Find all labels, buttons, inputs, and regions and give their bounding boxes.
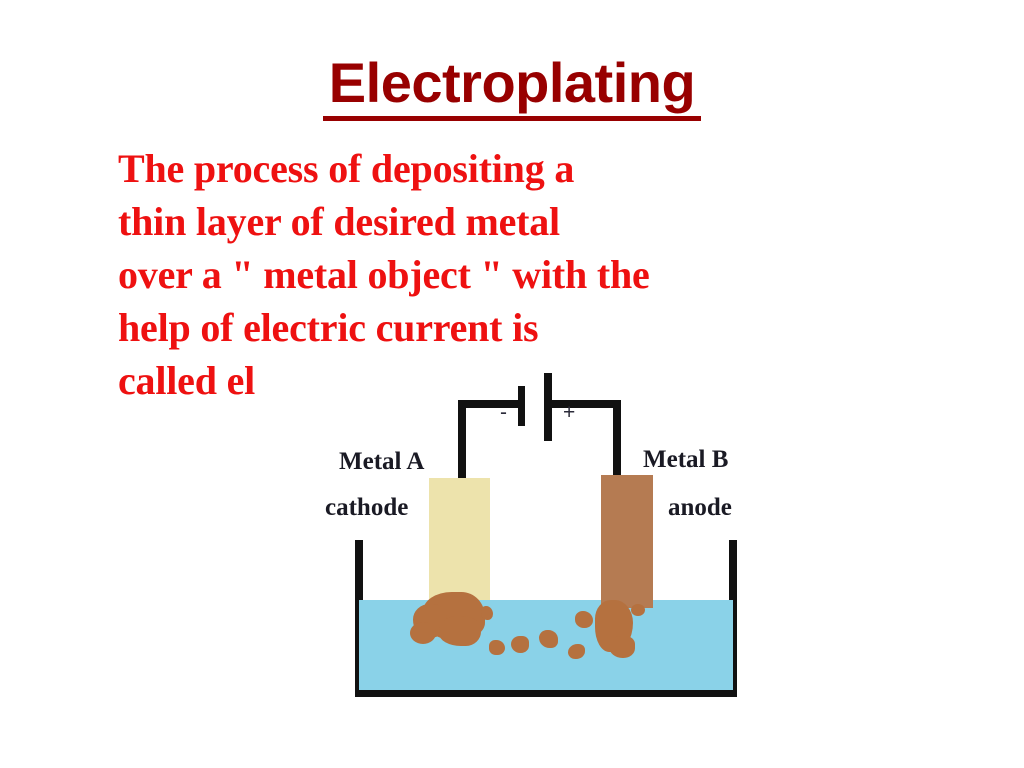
body-line-3: over a " metal object " with the: [118, 252, 650, 297]
cathode-lead-wire: [458, 400, 466, 482]
battery-negative-wire: [458, 400, 525, 408]
anode-deposit-lobe: [609, 636, 635, 658]
battery-positive-plate: [544, 373, 552, 441]
body-line-4: help of electric current is: [118, 305, 539, 350]
page-title: Electroplating: [0, 52, 1024, 121]
battery-negative-plate: [518, 386, 525, 426]
body-paragraph: The process of depositing a thin layer o…: [118, 142, 878, 407]
anode-electrode-metal-b: [601, 475, 653, 608]
cathode-deposit-speck-1: [481, 606, 493, 620]
electroplating-diagram: - + Metal A cathode Metal B anode: [313, 368, 768, 716]
body-line-2: thin layer of desired metal: [118, 199, 560, 244]
battery-positive-wire: [551, 400, 621, 408]
solution-particle-5: [575, 611, 593, 628]
anode-role-label: anode: [668, 494, 732, 521]
beaker-right-wall: [729, 540, 737, 697]
cathode-metal-label: Metal A: [339, 448, 425, 475]
battery-positive-label: +: [563, 401, 576, 424]
solution-particle-1: [489, 640, 505, 655]
page-title-text: Electroplating: [322, 52, 702, 121]
solution-particle-3: [539, 630, 558, 648]
body-line-1: The process of depositing a: [118, 146, 575, 191]
solution-particle-2: [511, 636, 529, 653]
anode-deposit-speck: [631, 604, 645, 616]
cathode-role-label: cathode: [325, 494, 409, 521]
battery-negative-label: -: [500, 401, 507, 424]
solution-particle-4: [568, 644, 585, 659]
cathode-deposit-lobe-b: [439, 616, 481, 646]
body-line-5: called el: [118, 358, 256, 403]
cathode-deposit-lobe-c: [410, 622, 436, 644]
cathode-electrode-metal-a: [429, 478, 490, 600]
anode-metal-label: Metal B: [643, 446, 729, 473]
beaker-bottom-wall: [355, 689, 737, 697]
anode-lead-wire: [613, 400, 621, 478]
